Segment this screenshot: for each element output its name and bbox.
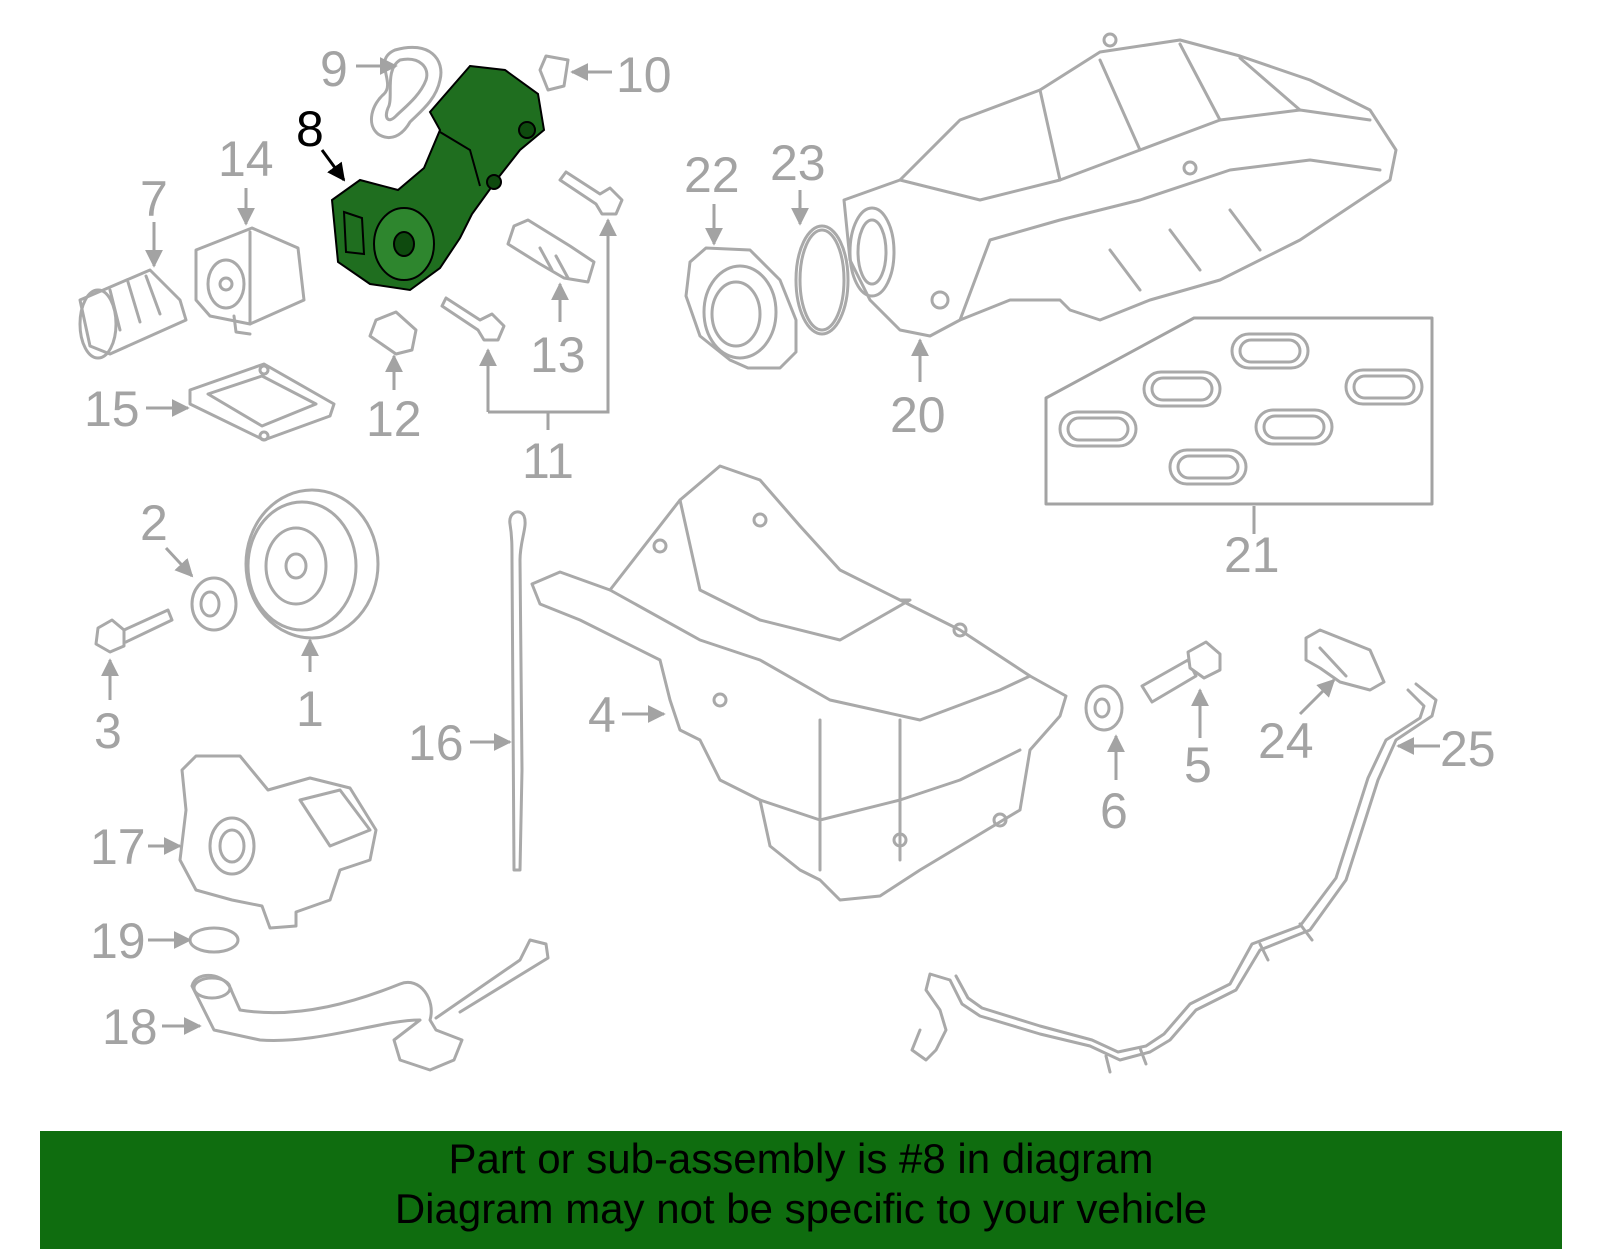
label-15: 15 — [84, 381, 140, 437]
part-16-dipstick[interactable] — [508, 510, 527, 872]
label-24: 24 — [1258, 713, 1314, 769]
label-8: 8 — [296, 101, 324, 157]
label-18: 18 — [102, 999, 158, 1055]
callout-labels: 9 10 8 14 7 15 12 13 11 2 3 1 16 4 6 5 2… — [84, 41, 1496, 1055]
part-13-sensor[interactable] — [506, 218, 596, 284]
gasket-ring-1 — [1058, 410, 1138, 448]
info-banner: Part or sub-assembly is #8 in diagram Di… — [40, 1131, 1562, 1249]
part-9-gasket[interactable] — [369, 45, 443, 139]
part-17-oil-pump[interactable] — [178, 754, 378, 930]
banner-line-2: Diagram may not be specific to your vehi… — [394, 1185, 1208, 1232]
gasket-ring-4 — [1344, 368, 1424, 406]
part-4-oil-pan[interactable] — [530, 464, 1068, 902]
part-10-cap[interactable] — [538, 54, 570, 92]
label-22: 22 — [684, 147, 740, 203]
part-21-gasket-set[interactable] — [1044, 316, 1434, 506]
label-16: 16 — [408, 715, 464, 771]
label-21: 21 — [1224, 527, 1280, 583]
label-5: 5 — [1184, 737, 1212, 793]
gasket-ring-6 — [1168, 448, 1248, 486]
label-3: 3 — [94, 703, 122, 759]
label-4: 4 — [588, 687, 616, 743]
label-6: 6 — [1100, 783, 1128, 839]
part-15-gasket[interactable] — [188, 362, 336, 442]
part-3-bolt[interactable] — [94, 608, 174, 654]
part-7-oil-filter[interactable] — [78, 268, 188, 360]
label-11: 11 — [522, 433, 574, 489]
part-14-oil-cooler[interactable] — [194, 226, 306, 336]
gasket-ring-3 — [1230, 332, 1310, 370]
part-22-throttle-body[interactable] — [684, 246, 798, 370]
part-2-seal[interactable] — [190, 576, 238, 632]
label-2: 2 — [140, 495, 168, 551]
label-23: 23 — [770, 135, 826, 191]
part-5-drain-plug[interactable] — [1140, 640, 1222, 704]
part-24-sensor[interactable] — [1304, 628, 1386, 692]
part-12-plug[interactable] — [368, 310, 418, 356]
label-1: 1 — [296, 681, 324, 737]
part-20-intake-manifold[interactable] — [842, 32, 1398, 338]
label-13: 13 — [530, 327, 586, 383]
label-14: 14 — [218, 131, 274, 187]
part-8-filter-housing[interactable] — [330, 64, 546, 292]
part-6-washer[interactable] — [1084, 684, 1124, 732]
part-25-harness[interactable] — [910, 682, 1438, 1074]
gasket-ring-5 — [1254, 408, 1334, 446]
leader-lines — [101, 57, 1440, 1035]
part-1-pulley[interactable] — [244, 488, 380, 640]
label-12: 12 — [366, 391, 422, 447]
label-25: 25 — [1440, 721, 1496, 777]
label-10: 10 — [616, 47, 672, 103]
label-19: 19 — [90, 913, 146, 969]
part-11-bolts[interactable] — [440, 170, 624, 342]
label-20: 20 — [890, 387, 946, 443]
banner-line-1: Part or sub-assembly is #8 in diagram — [448, 1135, 1154, 1182]
part-18-pickup-tube[interactable] — [190, 938, 550, 1072]
label-9: 9 — [320, 41, 348, 97]
label-17: 17 — [90, 819, 146, 875]
label-7: 7 — [140, 171, 168, 227]
part-23-gasket[interactable] — [794, 224, 850, 336]
part-19-o-ring[interactable] — [188, 926, 240, 954]
gasket-ring-2 — [1142, 370, 1222, 408]
